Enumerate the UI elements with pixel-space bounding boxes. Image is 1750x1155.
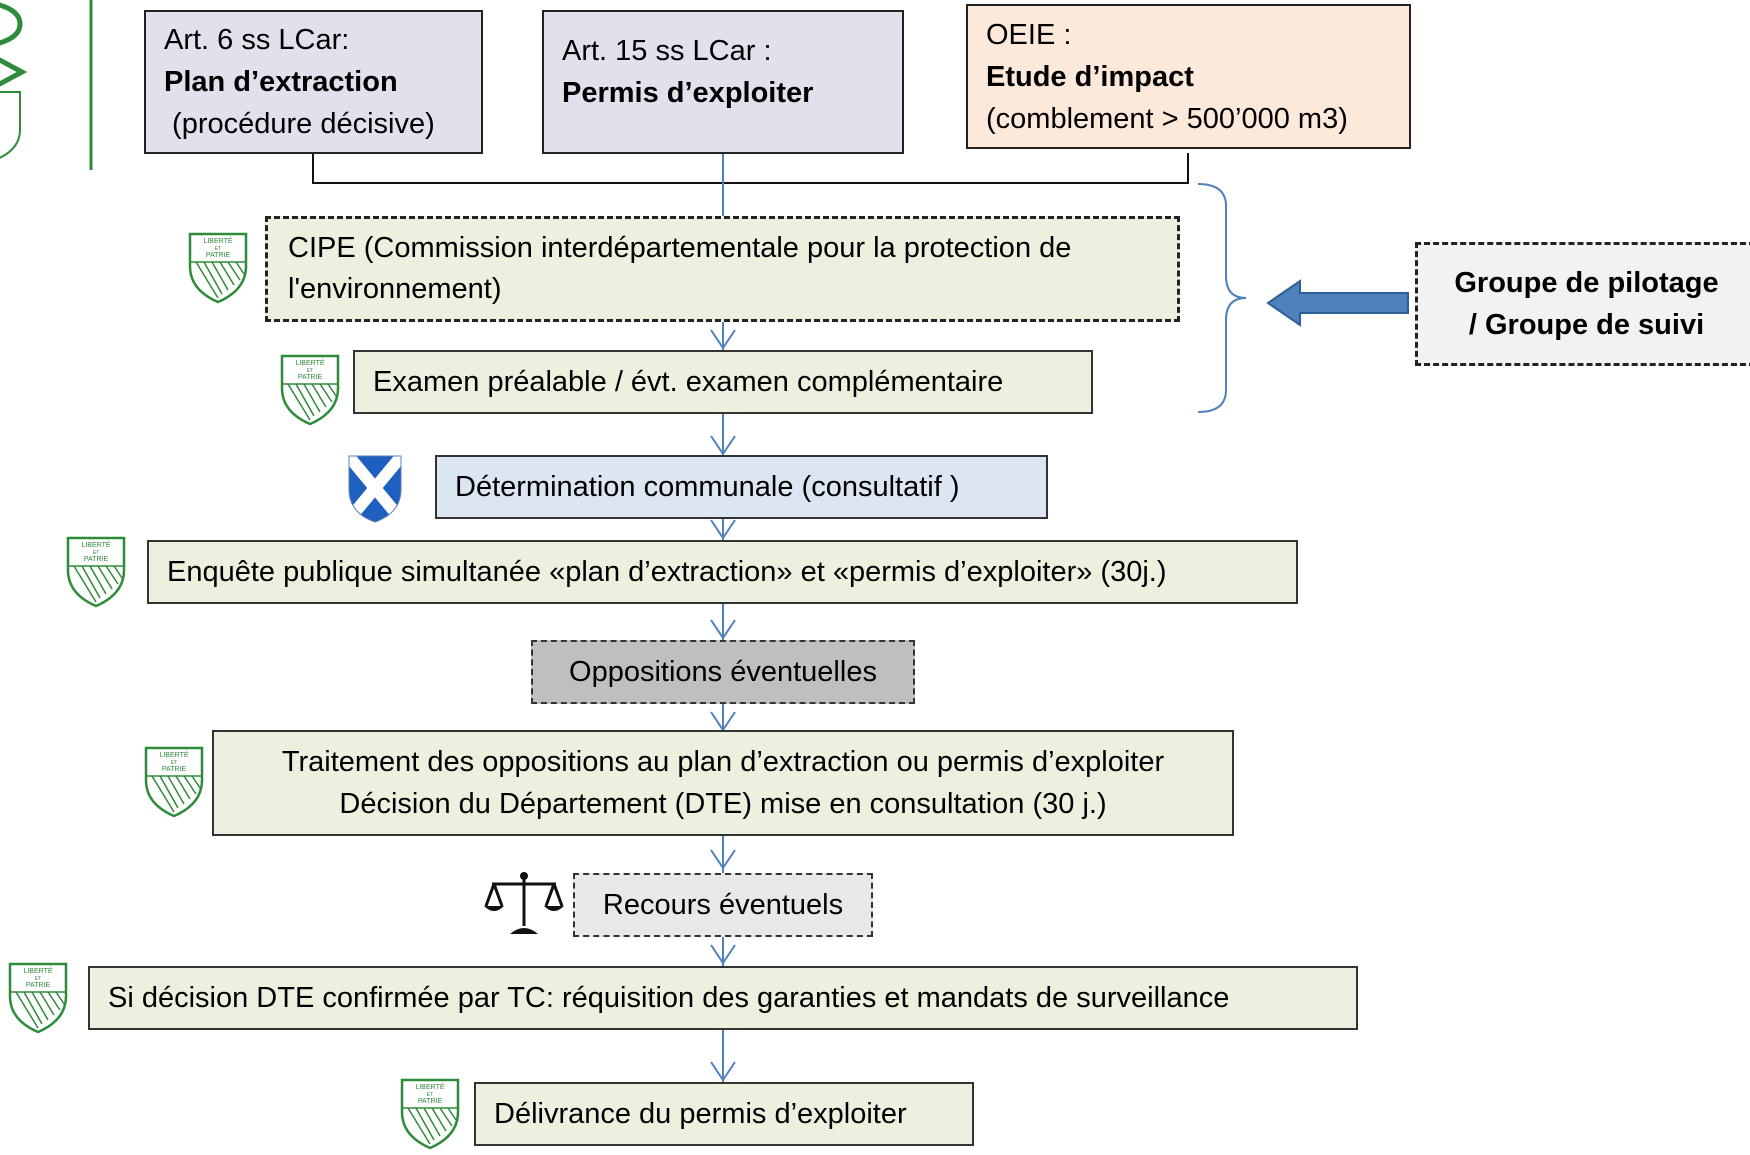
svg-text:ET: ET — [427, 1092, 433, 1098]
art15-ref: Art. 15 ss LCar : — [562, 35, 772, 67]
delivrance-label: Délivrance du permis d’exploiter — [494, 1098, 907, 1130]
art15-box: Art. 15 ss LCar : Permis d’exploiter — [542, 10, 904, 154]
shield-text-1: LIBERTÉ — [203, 236, 232, 245]
svg-text:PATRIE: PATRIE — [418, 1098, 443, 1105]
svg-text:PATRIE: PATRIE — [84, 556, 109, 563]
traitement-box: Traitement des oppositions au plan d’ext… — [212, 730, 1234, 836]
vaud-shield-icon: LIBERTÉ ET PATRIE — [280, 354, 340, 431]
svg-text:PATRIE: PATRIE — [162, 766, 187, 773]
svg-text:ET: ET — [35, 976, 41, 982]
recours-box: Recours éventuels — [573, 873, 873, 937]
oppositions-box: Oppositions éventuelles — [531, 640, 915, 704]
svg-text:LIBERTÉ: LIBERTÉ — [23, 966, 52, 975]
traitement-line2: Décision du Département (DTE) mise en co… — [339, 788, 1107, 820]
svg-text:PATRIE: PATRIE — [298, 374, 323, 381]
svg-text:LIBERTÉ: LIBERTÉ — [295, 358, 324, 367]
groupe-line2: / Groupe de suivi — [1468, 309, 1705, 341]
vaud-shield-icon: LIBERTÉ ET PATRIE — [144, 746, 204, 823]
cipe-box: CIPE (Commission interdépartementale pou… — [265, 216, 1180, 322]
recours-label: Recours éventuels — [602, 889, 844, 921]
art6-box: Art. 6 ss LCar: Plan d’extraction (procé… — [144, 10, 483, 154]
oeie-ref: OEIE : — [986, 18, 1072, 51]
enquete-label: Enquête publique simultanée «plan d’extr… — [167, 556, 1167, 588]
commune-shield-icon — [348, 455, 402, 528]
scales-icon — [484, 870, 564, 941]
examen-box: Examen préalable / évt. examen complémen… — [353, 350, 1093, 414]
cipe-label: CIPE (Commission interdépartementale pou… — [288, 232, 1072, 305]
determination-box: Détermination communale (consultatif ) — [435, 455, 1048, 519]
groupe-line1: Groupe de pilotage — [1454, 267, 1719, 299]
svg-text:ET: ET — [171, 760, 177, 766]
art15-title: Permis d’exploiter — [562, 77, 814, 109]
traitement-line1: Traitement des oppositions au plan d’ext… — [281, 746, 1165, 778]
vaud-shield-icon: LIBERTÉ ET PATRIE — [66, 536, 126, 613]
svg-text:PATRIE: PATRIE — [26, 982, 51, 989]
examen-label: Examen préalable / évt. examen complémen… — [373, 366, 1004, 398]
svg-text:LIBERTÉ: LIBERTÉ — [415, 1082, 444, 1091]
art6-ref: Art. 6 ss LCar: — [164, 24, 350, 56]
oeie-box: OEIE : Etude d’impact (comblement > 500’… — [966, 4, 1411, 149]
svg-text:LIBERTÉ: LIBERTÉ — [159, 750, 188, 759]
delivrance-box: Délivrance du permis d’exploiter — [474, 1082, 974, 1146]
decision-label: Si décision DTE confirmée par TC: réquis… — [108, 982, 1230, 1014]
vaud-shield-icon: LIBERTÉ ET PATRIE — [188, 232, 248, 309]
art6-title: Plan d’extraction — [164, 66, 398, 98]
art6-note: (procédure décisive) — [164, 108, 435, 140]
oeie-note: (comblement > 500’000 m3) — [986, 102, 1348, 135]
decision-box: Si décision DTE confirmée par TC: réquis… — [88, 966, 1358, 1030]
determination-label: Détermination communale (consultatif ) — [455, 471, 960, 503]
svg-text:LIBERTÉ: LIBERTÉ — [81, 540, 110, 549]
left-arrow-icon — [1266, 279, 1409, 327]
oppositions-label: Oppositions éventuelles — [569, 656, 877, 688]
groupe-box: Groupe de pilotage / Groupe de suivi — [1415, 242, 1750, 366]
vaud-logo — [0, 0, 30, 165]
shield-text-2: ET — [215, 246, 221, 252]
svg-text:ET: ET — [93, 550, 99, 556]
oeie-title: Etude d’impact — [986, 60, 1194, 93]
vaud-shield-icon: LIBERTÉ ET PATRIE — [8, 962, 68, 1039]
svg-text:ET: ET — [307, 368, 313, 374]
enquete-box: Enquête publique simultanée «plan d’extr… — [147, 540, 1298, 604]
shield-text-3: PATRIE — [206, 252, 231, 259]
vaud-shield-icon: LIBERTÉ ET PATRIE — [400, 1078, 460, 1155]
